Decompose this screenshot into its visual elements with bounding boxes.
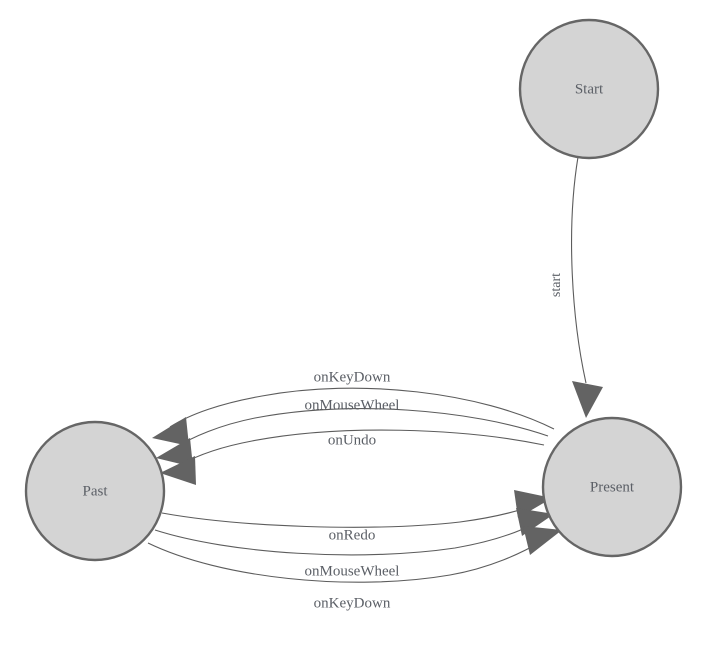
arrowhead-present-to-past-onundo — [160, 456, 196, 485]
edge-present-to-past-onmousewheel[interactable]: onMouseWheel — [156, 397, 549, 467]
node-start[interactable]: Start — [518, 18, 660, 160]
edge-past-to-present-onmousewheel[interactable]: onMouseWheel — [154, 508, 554, 579]
node-start-circle — [518, 18, 660, 160]
arrowhead-start-to-present — [572, 381, 603, 418]
edge-start-to-present-path — [571, 156, 587, 384]
edge-present-to-past-onundo[interactable]: onUndo — [160, 429, 545, 485]
node-present-label: Present — [590, 479, 635, 495]
edge-past-to-present-onmousewheel-path — [154, 523, 535, 556]
arrowhead-present-to-past-onmousewheel — [156, 438, 193, 467]
edge-past-to-present-onredo-path — [161, 505, 533, 528]
edge-past-to-present-onkeydown[interactable]: onKeyDown — [147, 526, 562, 611]
edge-label-start: start — [549, 273, 564, 297]
node-past-label: Past — [82, 483, 108, 499]
edge-label-bottom-3: onKeyDown — [314, 595, 391, 611]
edge-start-to-present[interactable]: start — [549, 156, 603, 418]
edge-label-top-3: onUndo — [328, 432, 376, 448]
edge-past-to-present-onredo[interactable]: onRedo — [161, 490, 552, 543]
arrowhead-past-to-present-onkeydown — [523, 526, 562, 555]
node-present-circle — [541, 416, 683, 558]
arrowhead-present-to-past-onkeydown — [152, 417, 189, 446]
edge-label-bottom-2: onMouseWheel — [305, 563, 400, 579]
edge-present-to-past-onundo-path — [179, 429, 545, 466]
edge-label-top-1: onKeyDown — [314, 369, 391, 385]
edge-past-to-present-onkeydown-path — [147, 540, 543, 583]
edge-present-to-past-onkeydown[interactable]: onKeyDown — [152, 369, 555, 446]
edge-present-to-past-onmousewheel-path — [174, 408, 549, 449]
edge-label-bottom-1: onRedo — [329, 527, 376, 543]
node-past-circle — [24, 420, 166, 562]
edge-present-to-past-onkeydown-path — [169, 387, 555, 430]
node-start-label: Start — [575, 81, 604, 97]
edge-label-top-2: onMouseWheel — [305, 397, 400, 413]
node-present[interactable]: Present — [541, 416, 683, 558]
node-past[interactable]: Past — [24, 420, 166, 562]
